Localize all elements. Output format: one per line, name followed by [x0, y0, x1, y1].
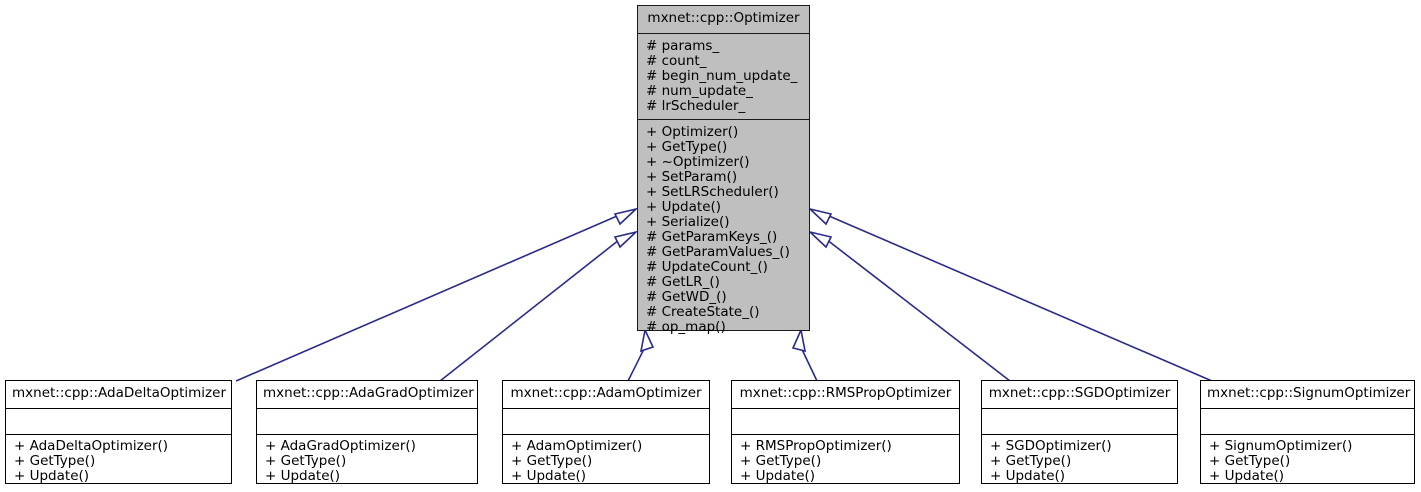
class-methods: + SignumOptimizer() + GetType() + Update… [1201, 435, 1414, 488]
method-row: + GetType() [265, 452, 347, 469]
class-methods: + SGDOptimizer() + GetType() + Update() [982, 435, 1177, 488]
class-title: mxnet::cpp::SGDOptimizer [982, 381, 1177, 409]
edge-rmsprop [797, 340, 818, 382]
class-methods: + AdaGradOptimizer() + GetType() + Updat… [257, 435, 477, 488]
class-attributes [982, 409, 1177, 435]
class-attributes [257, 409, 477, 435]
class-title: mxnet::cpp::Optimizer [638, 6, 809, 34]
class-methods: + AdaDeltaOptimizer() + GetType() + Upda… [6, 435, 231, 488]
method-row: # GetParamKeys_() [646, 228, 778, 245]
method-row: + Update() [1209, 467, 1285, 484]
method-row: + GetType() [14, 452, 96, 469]
edge-adadelta [235, 212, 625, 382]
arrowhead-signum [807, 207, 833, 226]
method-row: + Update() [740, 467, 816, 484]
method-row: + Update() [990, 467, 1066, 484]
attribute-row: # num_update_ [646, 82, 753, 99]
method-row: + AdamOptimizer() [511, 437, 643, 454]
method-row: + Update() [14, 467, 90, 484]
arrowhead-adagrad [613, 230, 639, 249]
attribute-row: # lrScheduler_ [646, 97, 746, 114]
class-methods: + AdamOptimizer() + GetType() + Update() [503, 435, 709, 488]
edge-adagrad [439, 235, 625, 382]
method-row: + SetLRScheduler() [646, 183, 779, 200]
arrowhead-adadelta [613, 207, 639, 226]
method-row: + Optimizer() [646, 123, 739, 140]
class-box-adadeltaoptimizer[interactable]: mxnet::cpp::AdaDeltaOptimizer + AdaDelta… [5, 380, 232, 484]
attribute-row: # count_ [646, 52, 707, 69]
method-row: # CreateState_() [646, 303, 760, 320]
class-box-rmspropoptimizer[interactable]: mxnet::cpp::RMSPropOptimizer + RMSPropOp… [731, 380, 960, 484]
method-row: + Update() [265, 467, 341, 484]
class-box-adamoptimizer[interactable]: mxnet::cpp::AdamOptimizer + AdamOptimize… [502, 380, 710, 484]
class-title: mxnet::cpp::RMSPropOptimizer [732, 381, 959, 409]
class-title: mxnet::cpp::SignumOptimizer [1201, 381, 1414, 409]
class-methods: + RMSPropOptimizer() + GetType() + Updat… [732, 435, 959, 488]
method-row: + SetParam() [646, 168, 738, 185]
method-row: + GetType() [511, 452, 593, 469]
method-row: + AdaDeltaOptimizer() [14, 437, 169, 454]
method-row: + Update() [511, 467, 587, 484]
class-attributes [6, 409, 231, 435]
method-row: + GetType() [740, 452, 822, 469]
class-box-sgdoptimizer[interactable]: mxnet::cpp::SGDOptimizer + SGDOptimizer(… [981, 380, 1178, 484]
method-row: + SignumOptimizer() [1209, 437, 1353, 454]
method-row: + SGDOptimizer() [990, 437, 1112, 454]
class-methods: + Optimizer() + GetType() + ~Optimizer()… [638, 120, 809, 340]
method-row: + GetType() [646, 138, 728, 155]
edge-signum [821, 212, 1213, 382]
method-row: # GetLR_() [646, 273, 720, 290]
class-box-optimizer[interactable]: mxnet::cpp::Optimizer # params_ # count_… [637, 5, 810, 334]
class-attributes: # params_ # count_ # begin_num_update_ #… [638, 34, 809, 120]
edge-sgd [821, 235, 1011, 382]
method-row: + AdaGradOptimizer() [265, 437, 416, 454]
attribute-row: # begin_num_update_ [646, 67, 798, 84]
class-title: mxnet::cpp::AdamOptimizer [503, 381, 709, 409]
method-row: + GetType() [990, 452, 1072, 469]
class-attributes [503, 409, 709, 435]
method-row: + Serialize() [646, 213, 730, 230]
method-row: # GetParamValues_() [646, 243, 790, 260]
method-row: # UpdateCount_() [646, 258, 768, 275]
class-box-signumoptimizer[interactable]: mxnet::cpp::SignumOptimizer + SignumOpti… [1200, 380, 1415, 484]
arrowhead-sgd [807, 230, 833, 249]
class-title: mxnet::cpp::AdaDeltaOptimizer [6, 381, 231, 409]
method-row: + RMSPropOptimizer() [740, 437, 892, 454]
method-row: # op_map() [646, 318, 726, 335]
method-row: # GetWD_() [646, 288, 727, 305]
class-title: mxnet::cpp::AdaGradOptimizer [257, 381, 477, 409]
class-box-adagradoptimizer[interactable]: mxnet::cpp::AdaGradOptimizer + AdaGradOp… [256, 380, 478, 484]
method-row: + Update() [646, 198, 722, 215]
method-row: + ~Optimizer() [646, 153, 750, 170]
edge-adam [627, 340, 649, 382]
attribute-row: # params_ [646, 37, 720, 54]
class-attributes [1201, 409, 1414, 435]
class-attributes [732, 409, 959, 435]
method-row: + GetType() [1209, 452, 1291, 469]
